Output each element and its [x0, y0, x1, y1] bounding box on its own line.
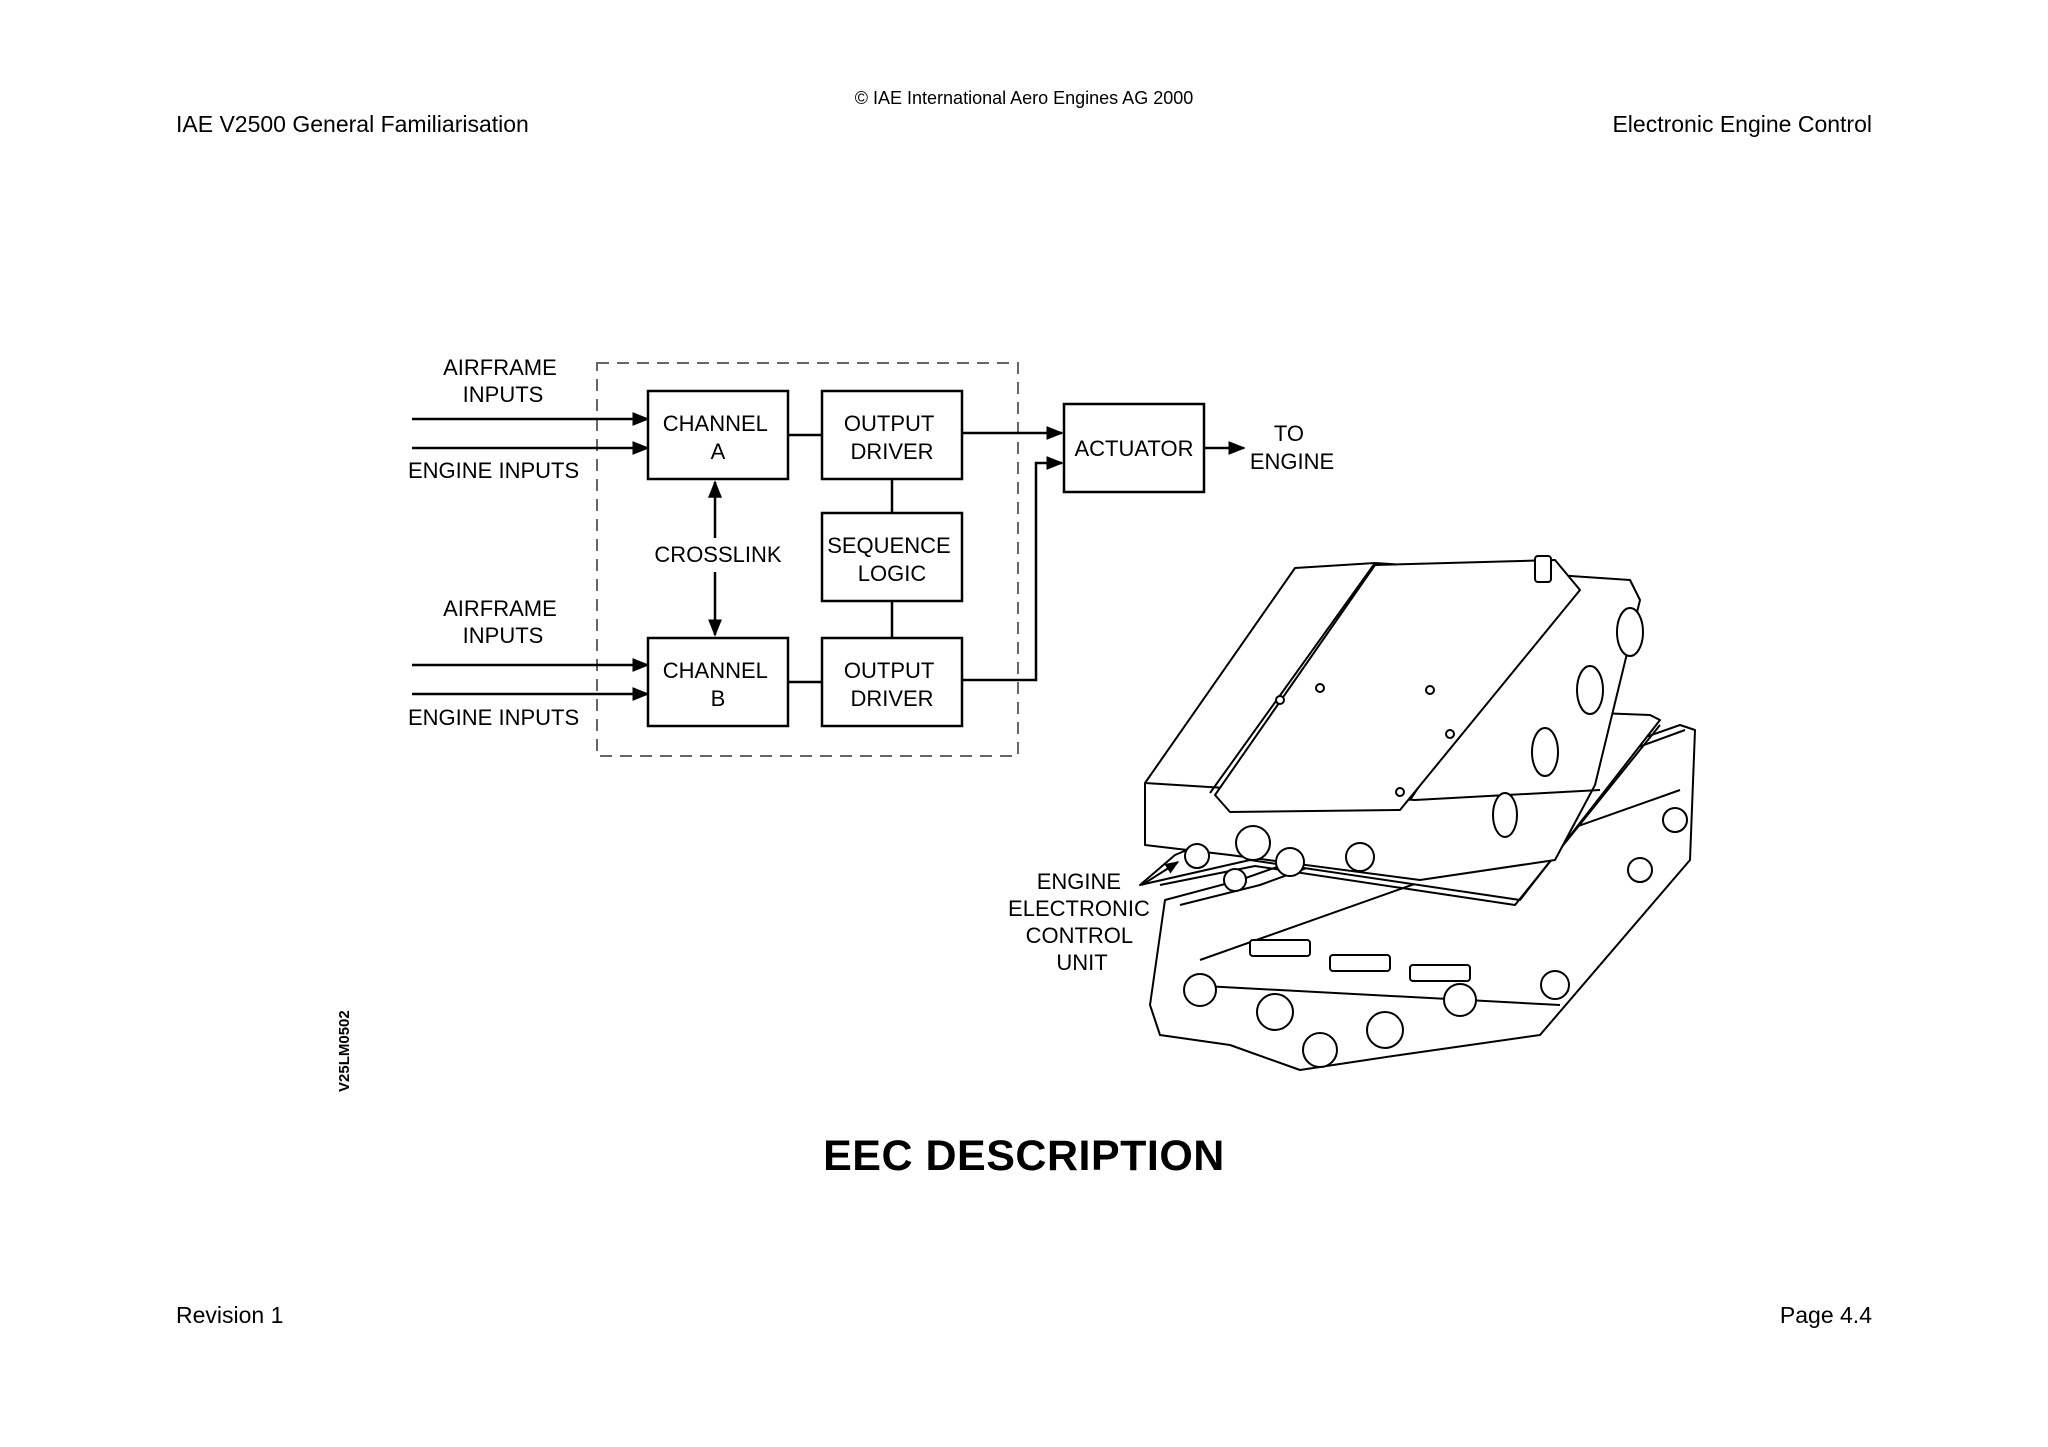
- revision-label: Revision 1: [176, 1302, 284, 1328]
- page-number: Page 4.4: [1779, 1302, 1872, 1328]
- output-driver-a-label: OUTPUT DRIVER: [844, 411, 940, 464]
- channel-a-label: CHANNEL A: [663, 411, 773, 464]
- engine-electronic-control-unit-label: ENGINE ELECTRONIC CONTROL UNIT: [1008, 869, 1156, 975]
- actuator-label: ACTUATOR: [1075, 436, 1194, 461]
- channel-a-box: [646, 389, 790, 481]
- output-driver-b-box: [820, 636, 964, 728]
- copyright-notice: © IAE International Aero Engines AG 2000: [854, 88, 1194, 108]
- driver-b-to-actuator: [962, 456, 1064, 682]
- eec-boundary: [596, 362, 1019, 757]
- channel-b-box: [646, 636, 790, 728]
- output-driver-b-label: OUTPUT DRIVER: [844, 658, 940, 711]
- crosslink-label: CROSSLINK: [654, 542, 781, 567]
- engine-inputs-top-label: ENGINE INPUTS: [408, 458, 579, 483]
- sequence-logic-label: SEQUENCE LOGIC: [827, 533, 957, 586]
- airframe-inputs-bottom-label: AIRFRAME INPUTS: [443, 596, 563, 648]
- engine-inputs-bottom-label: ENGINE INPUTS: [408, 705, 579, 730]
- airframe-inputs-top-label: AIRFRAME INPUTS: [443, 355, 563, 407]
- channel-b-label: CHANNEL B: [663, 658, 773, 711]
- to-engine-label: TO ENGINE: [1250, 421, 1334, 474]
- figure-caption: EEC DESCRIPTION: [823, 1132, 1225, 1180]
- figure-reference-id: V25LM0502: [336, 1010, 353, 1092]
- document-title: IAE V2500 General Familiarisation: [176, 111, 529, 137]
- eec-unit-illustration: [1139, 555, 1696, 1071]
- section-title: Electronic Engine Control: [1612, 111, 1872, 137]
- sequence-logic-box: [820, 511, 964, 603]
- unit-label-leader-arrow: [1141, 861, 1180, 886]
